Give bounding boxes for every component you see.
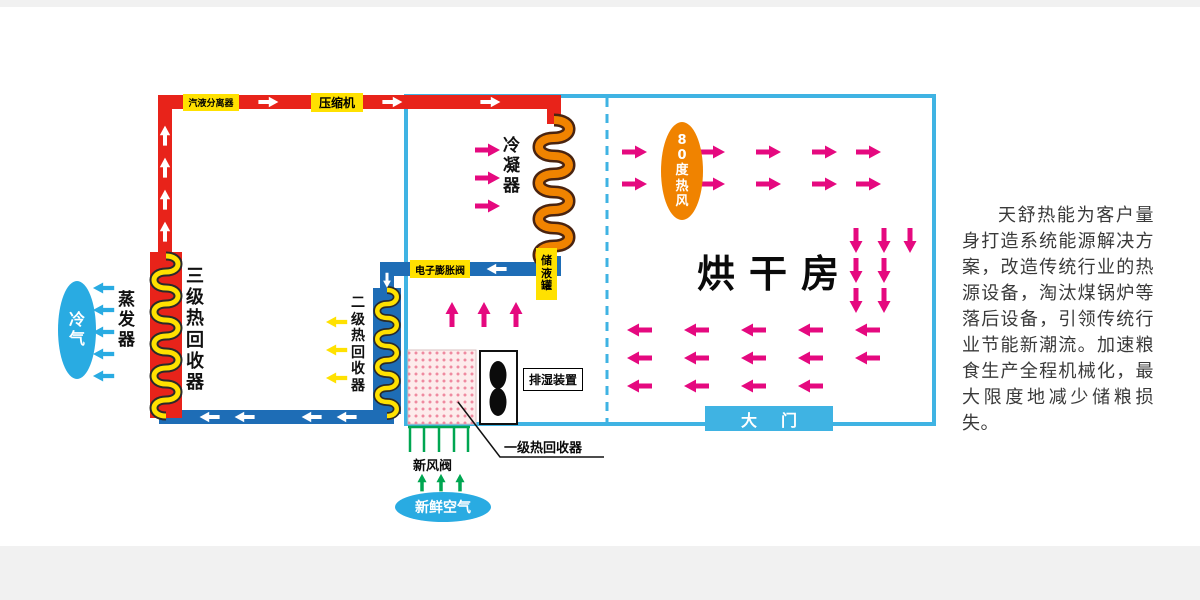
condenser-label: 冷凝器 bbox=[503, 136, 520, 197]
cold-air-badge: 冷气 bbox=[58, 281, 96, 379]
compressor-label: 压缩机 bbox=[311, 93, 363, 112]
fresh-air-badge: 新鲜空气 bbox=[395, 492, 491, 522]
main-door-label: 大门 bbox=[705, 406, 833, 431]
drying-room-title: 烘干房 bbox=[697, 252, 854, 296]
expansion-valve-label: 电子膨胀阀 bbox=[410, 260, 470, 278]
first-recovery-leader-line bbox=[457, 401, 604, 458]
evaporator-label: 蒸发器 bbox=[118, 290, 135, 351]
fan-blade-icon bbox=[489, 361, 507, 389]
dehumidifier-label: 排湿装置 bbox=[523, 368, 584, 391]
top-margin-band bbox=[0, 0, 1200, 7]
room-outline bbox=[404, 94, 936, 426]
suction-pipe bbox=[159, 400, 394, 424]
cold-air-arrows bbox=[92, 282, 115, 382]
fresh-air-valve-grille bbox=[408, 425, 470, 452]
second-recovery-air-arrows bbox=[325, 316, 348, 384]
bottom-margin-band bbox=[0, 546, 1200, 600]
first-stage-recovery-label: 一级热回收器 bbox=[504, 441, 583, 456]
second-stage-recovery-label: 二级热回收器 bbox=[351, 295, 365, 394]
fresh-air-valve-label: 新风阀 bbox=[413, 459, 453, 474]
third-stage-recovery-label: 三级热回收器 bbox=[186, 266, 204, 394]
fresh-air-arrows bbox=[417, 473, 465, 492]
liquid-receiver-label: 储液罐 bbox=[536, 248, 557, 300]
description-text: 天舒热能为客户量身打造系统能源解决方案，改造传统行业的热源设备，淘汰煤锅炉等落后… bbox=[962, 205, 1154, 434]
hot-air-80-badge: 80度热风 bbox=[661, 122, 703, 220]
vapor-liquid-separator-label: 汽液分离器 bbox=[183, 94, 239, 111]
hot-gas-pipe bbox=[158, 95, 561, 268]
fan-blade-icon bbox=[489, 388, 507, 416]
